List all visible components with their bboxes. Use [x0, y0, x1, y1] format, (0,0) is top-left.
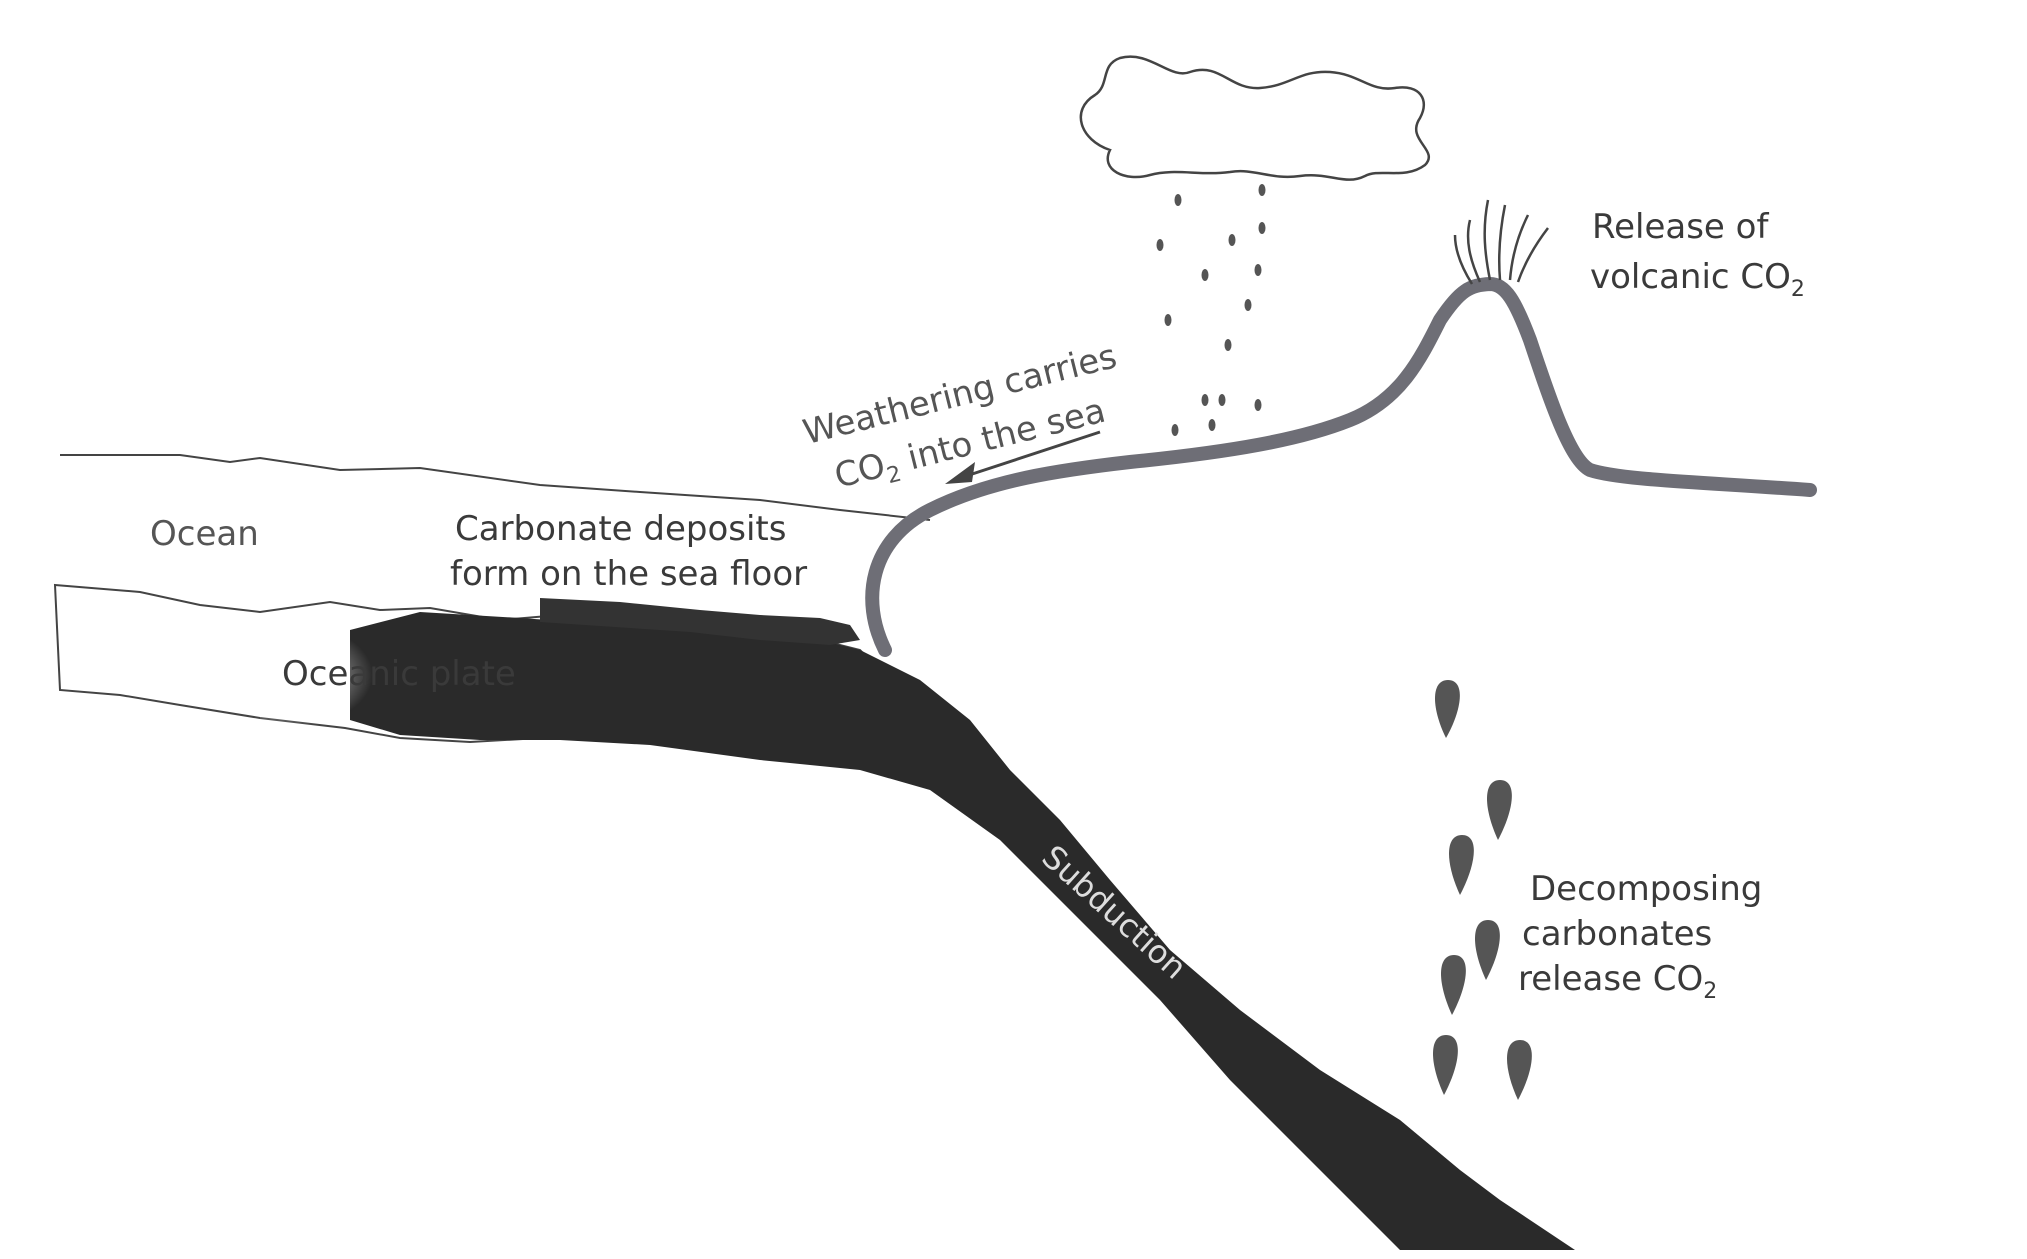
volcanic-co2-sub: 2	[1791, 277, 1805, 302]
decomposing-label-line3: release CO2	[1518, 959, 1717, 1004]
subducting-plate	[350, 612, 1575, 1250]
decomposing-release-co2: release CO	[1518, 959, 1703, 999]
weathering-arrow-icon	[945, 430, 1101, 484]
carbonate-label-line2: form on the sea floor	[450, 554, 807, 594]
rain-drops	[1156, 184, 1266, 436]
decomposing-label-line2: carbonates	[1522, 914, 1712, 954]
subduction-label: Subduction	[1035, 838, 1194, 987]
volcanic-label-line1: Release of	[1592, 207, 1769, 247]
weathering-co2: CO	[831, 446, 890, 497]
plate-fade	[260, 600, 500, 750]
ocean-surface	[60, 454, 931, 521]
decomposing-label-line1: Decomposing	[1530, 869, 1762, 909]
cloud	[1079, 55, 1431, 181]
oceanic-plate-label: Oceanic plate	[282, 654, 516, 694]
carbonate-deposit	[540, 598, 860, 645]
carbonate-label-line1: Carbonate deposits	[455, 509, 786, 549]
coastline	[865, 277, 1817, 657]
weathering-co2-sub: 2	[884, 462, 904, 490]
volcano-plume	[1453, 199, 1549, 285]
volcanic-label-line2: volcanic CO2	[1590, 257, 1805, 302]
decomposing-co2-sub: 2	[1703, 979, 1717, 1004]
volcanic-co2: volcanic CO	[1590, 257, 1791, 297]
co2-bubbles	[1433, 680, 1532, 1100]
ocean-label: Ocean	[150, 514, 259, 554]
